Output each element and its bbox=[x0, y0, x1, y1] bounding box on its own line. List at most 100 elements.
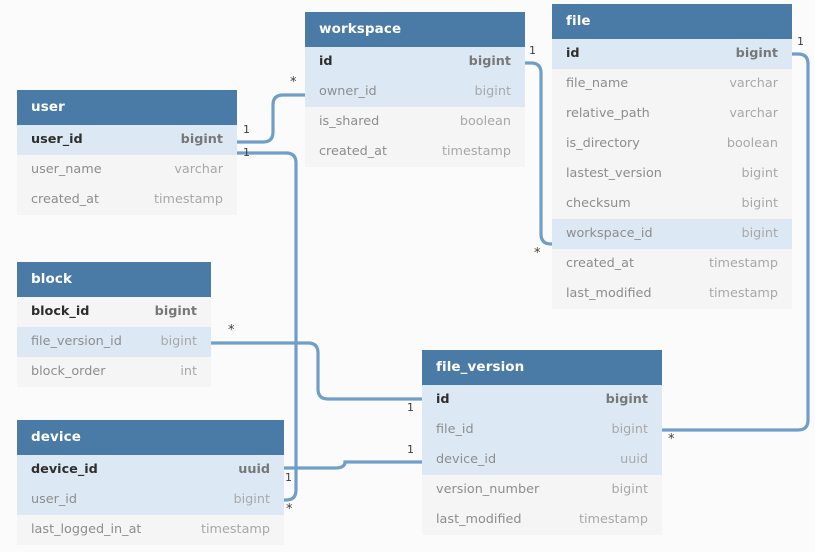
attribute-name: user_name bbox=[31, 162, 102, 177]
cardinality-label-block-file_version-1: 1 bbox=[407, 401, 414, 414]
attribute-name: last_logged_in_at bbox=[31, 522, 142, 537]
cardinality-label-user-device-1: * bbox=[286, 502, 293, 517]
attribute-row-user-created_at[interactable]: created_at timestamp bbox=[17, 185, 237, 215]
attribute-type: int bbox=[180, 364, 197, 379]
attribute-type: bigint bbox=[605, 392, 648, 407]
relationship-line-device-file_version bbox=[282, 460, 424, 470]
attribute-type: timestamp bbox=[708, 256, 778, 271]
attribute-name: lastest_version bbox=[566, 166, 662, 181]
attribute-name: created_at bbox=[31, 192, 100, 207]
attribute-row-workspace-created_at[interactable]: created_at timestamp bbox=[305, 137, 525, 167]
attribute-type: uuid bbox=[620, 452, 648, 467]
attribute-row-block-block_order[interactable]: block_order int bbox=[17, 357, 211, 387]
attribute-type: timestamp bbox=[153, 192, 223, 207]
attribute-name: last_modified bbox=[566, 286, 652, 301]
attribute-name: id bbox=[436, 392, 450, 407]
attribute-name: id bbox=[566, 46, 580, 61]
entity-table-user[interactable]: user user_id bigint user_name varchar created… bbox=[17, 90, 237, 215]
attribute-name: owner_id bbox=[319, 84, 377, 99]
attribute-name: is_shared bbox=[319, 114, 380, 129]
attribute-name: device_id bbox=[31, 462, 98, 477]
entity-title-block: block bbox=[17, 262, 211, 297]
attribute-row-workspace-is_shared[interactable]: is_shared boolean bbox=[305, 107, 525, 137]
attribute-type: bigint bbox=[154, 304, 197, 319]
attribute-type: bigint bbox=[741, 226, 779, 241]
cardinality-label-block-file_version-0: * bbox=[228, 323, 235, 338]
attribute-type: bigint bbox=[611, 422, 649, 437]
cardinality-label-user-workspace-0: 1 bbox=[243, 123, 250, 136]
attribute-type: bigint bbox=[468, 54, 511, 69]
relationship-line-workspace-file bbox=[523, 61, 554, 246]
attribute-name: file_name bbox=[566, 76, 629, 91]
attribute-type: bigint bbox=[180, 132, 223, 147]
entity-title-user: user bbox=[17, 90, 237, 125]
attribute-row-file_version-last_modified[interactable]: last_modified timestamp bbox=[422, 505, 662, 535]
attribute-type: timestamp bbox=[578, 512, 648, 527]
cardinality-label-workspace-file-0: 1 bbox=[529, 44, 536, 57]
attribute-type: varchar bbox=[174, 162, 223, 177]
attribute-type: timestamp bbox=[708, 286, 778, 301]
attribute-row-file-checksum[interactable]: checksum bigint bbox=[552, 189, 792, 219]
attribute-name: workspace_id bbox=[566, 226, 653, 241]
attribute-row-file_version-id[interactable]: id bigint bbox=[422, 385, 662, 415]
attribute-name: last_modified bbox=[436, 512, 522, 527]
attribute-row-user-user_id[interactable]: user_id bigint bbox=[17, 125, 237, 155]
cardinality-label-workspace-file-1: * bbox=[534, 246, 541, 261]
attribute-type: bigint bbox=[233, 492, 271, 507]
attribute-name: checksum bbox=[566, 196, 631, 211]
attribute-row-workspace-id[interactable]: id bigint bbox=[305, 47, 525, 77]
relationship-line-block-file_version bbox=[209, 341, 424, 401]
attribute-row-workspace-owner_id[interactable]: owner_id bigint bbox=[305, 77, 525, 107]
attribute-type: bigint bbox=[474, 84, 512, 99]
cardinality-label-file-file_version-0: 1 bbox=[797, 35, 804, 48]
attribute-type: boolean bbox=[459, 114, 511, 129]
attribute-row-block-file_version_id[interactable]: file_version_id bigint bbox=[17, 327, 211, 357]
attribute-name: file_version_id bbox=[31, 334, 122, 349]
entity-title-device: device bbox=[17, 420, 284, 455]
cardinality-label-device-file_version-1: 1 bbox=[407, 443, 414, 456]
attribute-row-file_version-version_number[interactable]: version_number bigint bbox=[422, 475, 662, 505]
attribute-type: bigint bbox=[741, 166, 779, 181]
attribute-type: varchar bbox=[729, 106, 778, 121]
attribute-row-user-user_name[interactable]: user_name varchar bbox=[17, 155, 237, 185]
entity-title-file: file bbox=[552, 4, 792, 39]
attribute-type: timestamp bbox=[441, 144, 511, 159]
attribute-name: block_order bbox=[31, 364, 106, 379]
attribute-name: user_id bbox=[31, 132, 83, 147]
attribute-row-file-lastest_version[interactable]: lastest_version bigint bbox=[552, 159, 792, 189]
attribute-name: relative_path bbox=[566, 106, 650, 121]
attribute-name: created_at bbox=[319, 144, 388, 159]
attribute-row-file-is_directory[interactable]: is_directory boolean bbox=[552, 129, 792, 159]
attribute-name: id bbox=[319, 54, 333, 69]
attribute-name: created_at bbox=[566, 256, 635, 271]
attribute-type: bigint bbox=[160, 334, 198, 349]
attribute-type: bigint bbox=[741, 196, 779, 211]
attribute-type: bigint bbox=[735, 46, 778, 61]
attribute-row-file-id[interactable]: id bigint bbox=[552, 39, 792, 69]
attribute-type: bigint bbox=[611, 482, 649, 497]
attribute-name: is_directory bbox=[566, 136, 640, 151]
cardinality-label-user-workspace-1: * bbox=[290, 75, 297, 90]
attribute-row-file-created_at[interactable]: created_at timestamp bbox=[552, 249, 792, 279]
cardinality-label-device-file_version-0: 1 bbox=[285, 471, 292, 484]
attribute-row-file-workspace_id[interactable]: workspace_id bigint bbox=[552, 219, 792, 249]
cardinality-label-file-file_version-1: * bbox=[668, 432, 675, 447]
entity-title-file_version: file_version bbox=[422, 350, 662, 385]
attribute-row-file-relative_path[interactable]: relative_path varchar bbox=[552, 99, 792, 129]
attribute-name: version_number bbox=[436, 482, 540, 497]
attribute-row-file-last_modified[interactable]: last_modified timestamp bbox=[552, 279, 792, 309]
attribute-type: boolean bbox=[726, 136, 778, 151]
